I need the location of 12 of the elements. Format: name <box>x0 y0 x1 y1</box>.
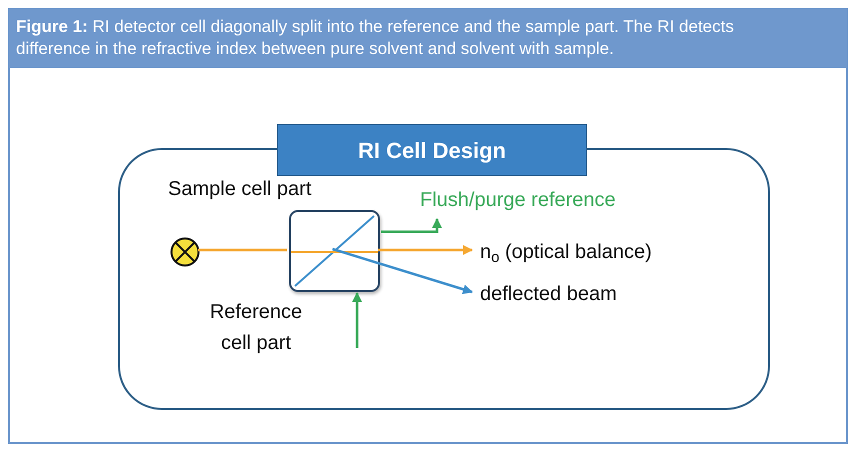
panel-heading: RI Cell Design <box>277 124 587 176</box>
output-label: n$_{o}$ (optical balance) <box>480 238 700 266</box>
arrow <box>381 218 442 234</box>
figure-caption: Figure 1: RI detector cell diagonally split into the reference and the sample part. The RI detects difference in the refractive index between pure solvent and solvent with sample. <box>10 10 846 68</box>
arrow <box>352 292 362 348</box>
output-label: Flush/purge reference <box>420 186 670 214</box>
part-label: Reference cell part <box>208 300 304 356</box>
arrow <box>332 248 473 294</box>
arrow <box>378 245 473 255</box>
output-label: deflected beam <box>480 280 650 308</box>
part-label: Sample cell part <box>168 177 312 202</box>
lamp-icon <box>170 237 200 267</box>
